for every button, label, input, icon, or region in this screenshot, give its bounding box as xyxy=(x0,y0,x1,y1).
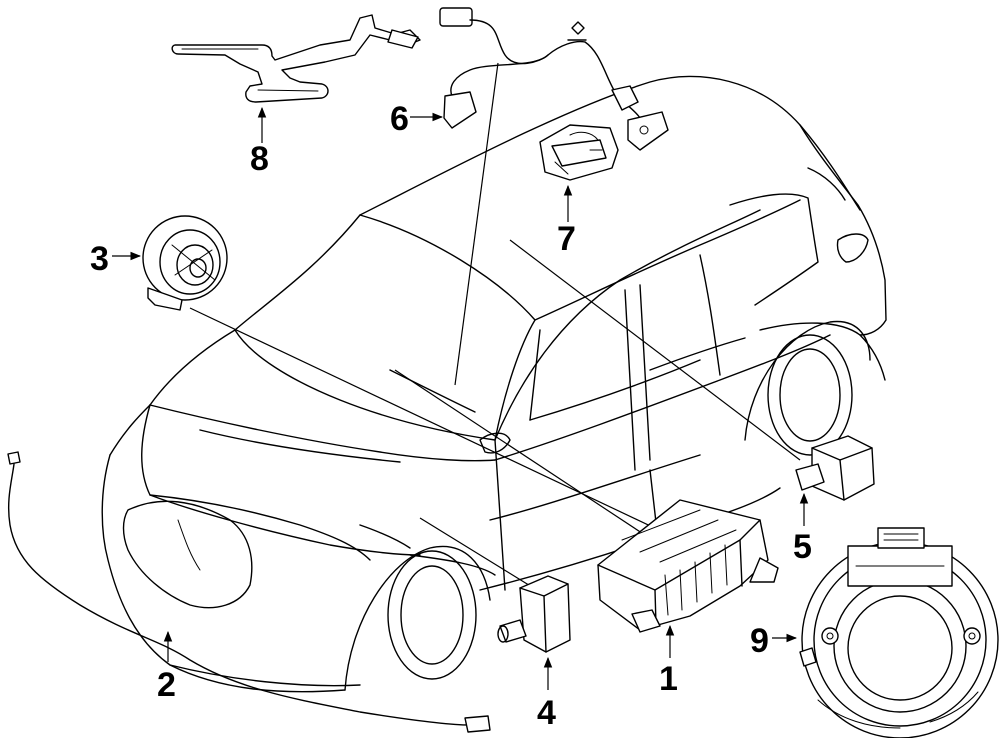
callout-2: 2 xyxy=(157,666,176,704)
vehicle-outline xyxy=(101,75,887,693)
callout-6: 6 xyxy=(390,100,409,138)
part-5-side-sensor: 5 xyxy=(793,435,875,566)
callout-1: 1 xyxy=(659,660,678,698)
part-3-inflator: 3 xyxy=(90,215,228,311)
part-9-clockspring: 9 xyxy=(750,527,999,738)
part-7-sensor-module: 7 xyxy=(539,124,619,258)
part-2-sensor-wire: 2 xyxy=(7,451,491,733)
part-6-wiring-harness: 6 xyxy=(390,7,669,151)
part-4-impact-sensor: 4 xyxy=(497,575,571,732)
part-1-control-module: 1 xyxy=(597,499,779,698)
callout-5: 5 xyxy=(793,528,812,566)
part-8-seat-sensor: 8 xyxy=(171,14,421,178)
leader-lines xyxy=(189,62,801,596)
callout-9: 9 xyxy=(750,622,769,660)
callout-7: 7 xyxy=(557,220,576,258)
callout-8: 8 xyxy=(250,140,269,178)
callout-4: 4 xyxy=(537,694,556,732)
callout-3: 3 xyxy=(90,240,109,278)
